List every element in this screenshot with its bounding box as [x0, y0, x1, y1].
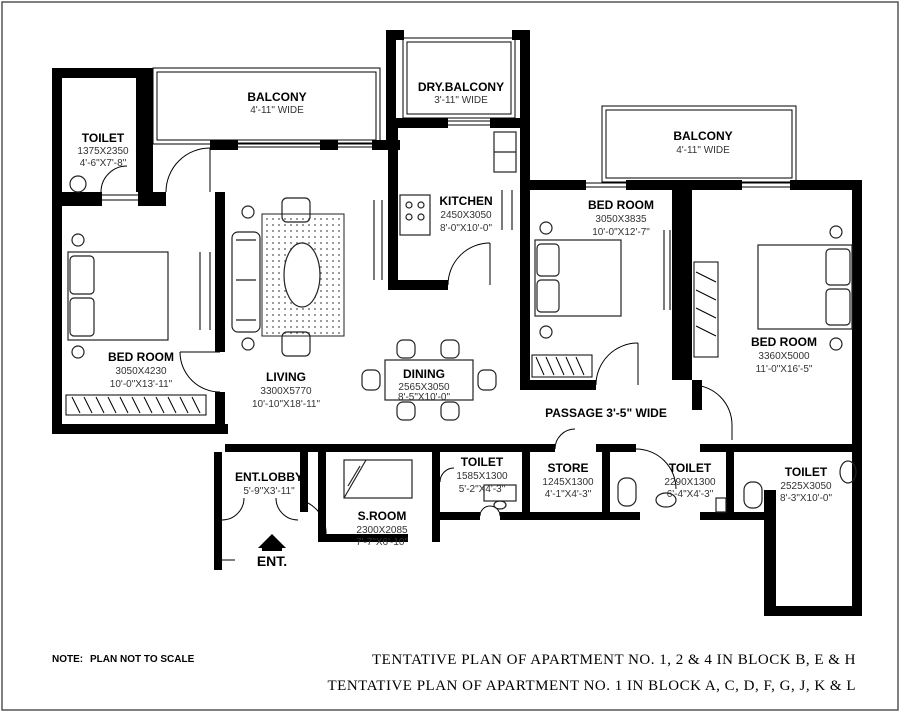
windows: [54, 78, 790, 561]
toilet-left-size: 1375X2350: [77, 146, 129, 157]
bed-mid: [534, 221, 622, 339]
s-room-size: 2300X2085: [356, 525, 408, 536]
note-label: NOTE:: [52, 654, 84, 665]
wardrobe-right: [693, 261, 719, 358]
ent-lobby-imperial: 5'-9"X3'-11": [243, 486, 295, 497]
bedroom-right-name: BED ROOM: [751, 335, 817, 349]
bedroom-right-size: 3360X5000: [758, 351, 810, 362]
toilet-r1-name: TOILET: [669, 461, 712, 475]
passage-name: PASSAGE 3'-5" WIDE: [545, 406, 667, 420]
room-labels: TOILET 1375X2350 4'-6"X7'-8" BALCONY 4'-…: [77, 80, 832, 569]
bedroom-mid-size: 3050X3835: [595, 214, 647, 225]
walls: [52, 30, 862, 616]
dry-balcony-outline: [402, 37, 516, 119]
toilet-left-name: TOILET: [82, 131, 125, 145]
bedroom-left-size: 3050X4230: [115, 366, 167, 377]
entrance-arrow-base: [262, 548, 282, 551]
living-furniture: [231, 197, 345, 357]
dry-balcony-name: DRY.BALCONY: [418, 80, 504, 94]
store-imperial: 4'-1"X4'-3": [545, 489, 592, 500]
kitchen-name: KITCHEN: [439, 194, 492, 208]
s-room-name: S.ROOM: [358, 509, 407, 523]
dry-balcony-inner: [406, 41, 512, 115]
balcony-right-inner: [605, 109, 793, 179]
balcony-right-outline: [601, 105, 797, 183]
entrance-label: ENT.: [257, 553, 287, 569]
toilet-r2-name: TOILET: [785, 465, 828, 479]
caption-line-1: TENTATIVE PLAN OF APARTMENT NO. 1, 2 & 4…: [372, 652, 856, 668]
balcony-right-width: 4'-11" WIDE: [676, 145, 730, 156]
toilet-r1-imperial: 6'-4"X4'-3": [667, 489, 714, 500]
caption-line-2: TENTATIVE PLAN OF APARTMENT NO. 1 IN BLO…: [327, 678, 856, 694]
toilet-mid-name: TOILET: [461, 455, 504, 469]
living-imperial: 10'-10"X18'-11": [252, 399, 320, 410]
dry-balcony-width: 3'-11" WIDE: [434, 95, 488, 106]
bedroom-right-imperial: 11'-0"X16'-5": [756, 364, 813, 375]
dining-imperial: 8'-5"X10'-0": [398, 392, 451, 403]
toilet-mid-size: 1585X1300: [456, 471, 508, 482]
toilet-left-imperial: 4'-6"X7'-8": [80, 158, 127, 169]
wardrobe-mid: [531, 354, 593, 378]
kitchen-size: 2450X3050: [440, 210, 492, 221]
store-name: STORE: [547, 461, 588, 475]
balcony-right-name: BALCONY: [673, 129, 732, 143]
toilet-r2-size: 2525X3050: [780, 481, 832, 492]
dining-set: [361, 339, 497, 421]
s-room-imperial: 7'-7"X6'-10": [356, 537, 409, 548]
toilet-fixtures: [69, 175, 857, 513]
bedroom-mid-name: BED ROOM: [588, 198, 654, 212]
s-room-furniture: [343, 459, 413, 499]
ent-lobby-name: ENT.LOBBY: [235, 470, 303, 484]
bed-right: [757, 225, 853, 351]
balcony-left-width: 4'-11" WIDE: [250, 105, 304, 116]
bedroom-mid-imperial: 10'-0"X12'-7": [592, 227, 650, 238]
balcony-left-inner: [156, 71, 377, 141]
living-name: LIVING: [266, 370, 306, 384]
kitchen-imperial: 8'-0"X10'-0": [440, 223, 493, 234]
bedroom-left-name: BED ROOM: [108, 350, 174, 364]
note-text: PLAN NOT TO SCALE: [90, 654, 195, 665]
living-size: 3300X5770: [260, 386, 312, 397]
wardrobe-left: [65, 394, 207, 416]
balcony-left-name: BALCONY: [247, 90, 306, 104]
bedroom-left-imperial: 10'-0"X13'-11": [110, 379, 173, 390]
doors: [100, 147, 733, 535]
toilet-r1-size: 2290X1300: [664, 477, 716, 488]
dining-name: DINING: [403, 367, 445, 381]
store-size: 1245X1300: [542, 477, 594, 488]
dining-size: 2565X3050: [398, 382, 450, 393]
toilet-r2-imperial: 8'-3"X10'-0": [780, 493, 833, 504]
bed-left: [67, 233, 169, 359]
entrance-arrow-icon: [258, 534, 286, 548]
toilet-mid-imperial: 5'-2"X4'-3": [459, 484, 506, 495]
kitchen-counter: [199, 131, 671, 330]
